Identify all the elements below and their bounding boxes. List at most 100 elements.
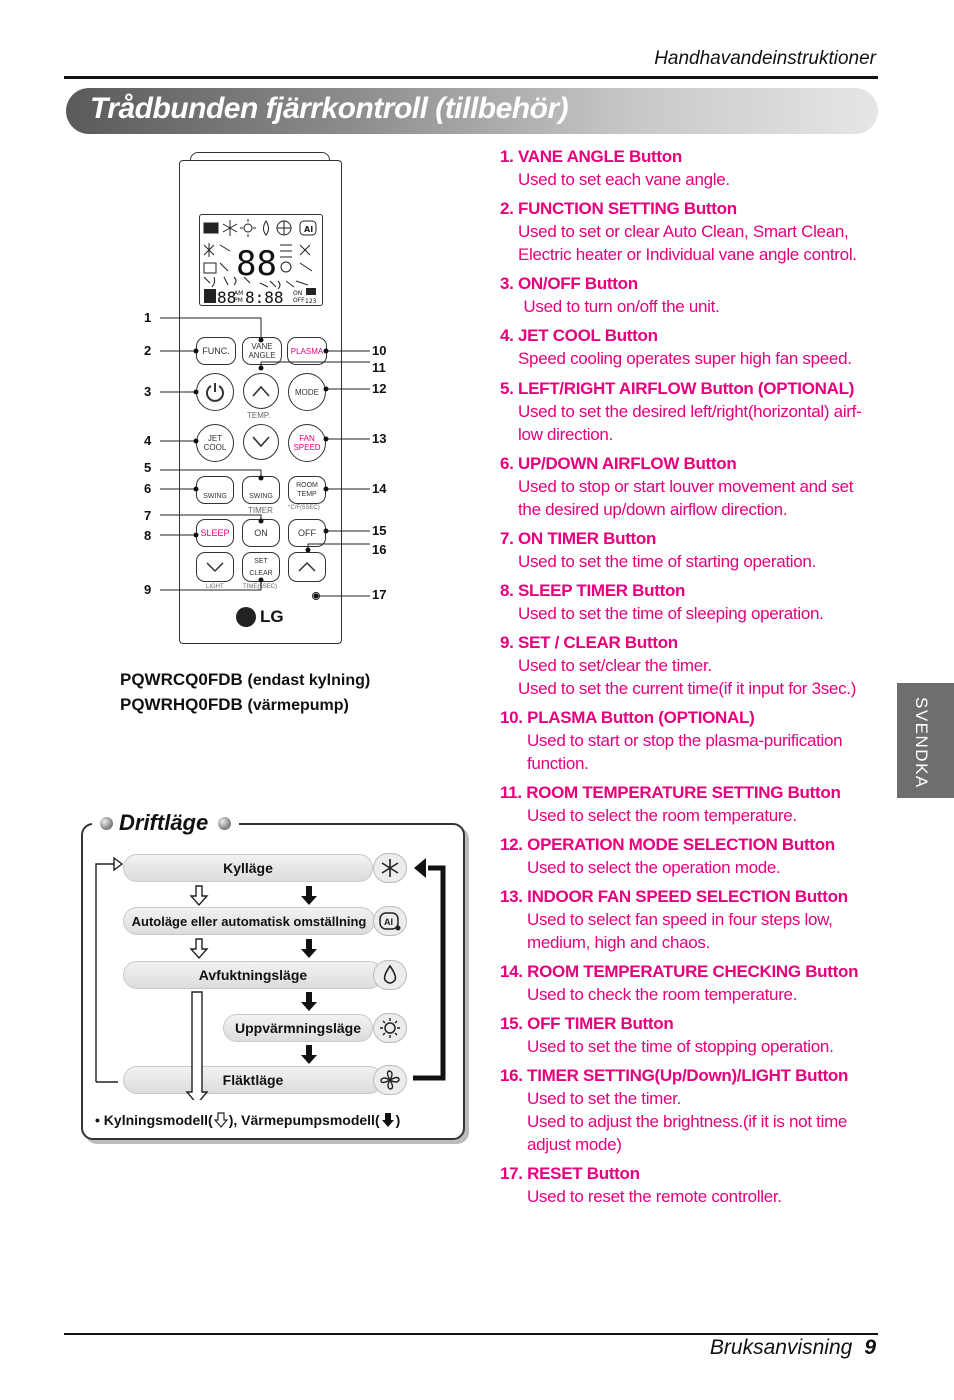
item-title: 11. ROOM TEMPERATURE SETTING Button xyxy=(500,783,841,802)
lcd-ai-text: AI xyxy=(304,225,313,234)
lcd-icons-graphic: AI 88 88 AM PM 8:88 ON OFF 123 xyxy=(203,219,317,307)
model-code: PQWRCQ0FDB xyxy=(120,670,243,689)
item-title: 10. PLASMA Button (OPTIONAL) xyxy=(500,708,755,727)
temp-label: TEMP. xyxy=(247,411,271,420)
item-desc: Used to check the room temperature. xyxy=(527,985,798,1004)
item-desc: Used to select fan speed in four steps l… xyxy=(527,910,833,929)
power-button[interactable] xyxy=(196,373,234,411)
item-title: 1. VANE ANGLE Button xyxy=(500,147,682,166)
outline-arrow-down-icon xyxy=(213,1112,228,1128)
callout-6: 6 xyxy=(144,481,152,496)
item-title: 17. RESET Button xyxy=(500,1164,640,1183)
solid-arrow-down-icon xyxy=(381,1113,394,1127)
page-number: 9 xyxy=(864,1336,876,1359)
func-button[interactable]: FUNC. xyxy=(196,337,236,365)
item-title: 13. INDOOR FAN SPEED SELECTION Button xyxy=(500,887,848,906)
left-right-swing-button[interactable]: SWING xyxy=(196,476,234,504)
callout-leader-lines xyxy=(160,317,370,599)
lcd-small-digits: 88 xyxy=(217,288,236,307)
item-desc: Used to stop or start louver movement an… xyxy=(518,477,854,496)
mode-flow-arrows xyxy=(95,856,446,1100)
light-label: LIGHT xyxy=(206,584,224,590)
page-title: Trådbunden fjärrkontroll (tillbehör) xyxy=(90,92,569,125)
vane-angle-button[interactable]: VANE ANGLE xyxy=(242,337,282,365)
fan-speed-button[interactable]: FAN SPEED xyxy=(288,424,326,462)
item-title: 15. OFF TIMER Button xyxy=(500,1014,674,1033)
list-item: 15. OFF TIMER Button Used to set the tim… xyxy=(500,1013,880,1058)
title-bar: Trådbunden fjärrkontroll (tillbehör) xyxy=(66,88,878,134)
mode-button[interactable]: MODE xyxy=(288,373,326,411)
list-item: 10. PLASMA Button (OPTIONAL) Used to sta… xyxy=(500,707,880,775)
set-label: SET xyxy=(254,557,268,565)
item-title: 3. ON/OFF Button xyxy=(500,274,638,293)
mode-fan: Fläktläge xyxy=(123,1066,383,1094)
chevron-up-icon xyxy=(252,385,270,397)
item-desc: low direction. xyxy=(518,425,614,444)
model-note: (endast kylning) xyxy=(247,672,371,689)
fan-icon xyxy=(373,1065,407,1095)
item-desc: Used to set the time of starting operati… xyxy=(518,552,816,571)
jet-cool-button[interactable]: JET COOL xyxy=(196,424,234,462)
model-line-2: PQWRHQ0FDB (värmepump) xyxy=(120,693,370,718)
callout-4: 4 xyxy=(144,433,152,448)
lcd-pm: PM xyxy=(234,297,243,304)
list-item: 14. ROOM TEMPERATURE CHECKING Button Use… xyxy=(500,961,880,1006)
operation-mode-title: Driftläge xyxy=(119,810,209,835)
item-desc: Electric heater or Individual vane angle… xyxy=(518,245,857,264)
timer-up-button[interactable] xyxy=(288,552,326,582)
item-title: 14. ROOM TEMPERATURE CHECKING Button xyxy=(500,962,859,981)
timer-down-button[interactable] xyxy=(196,552,234,582)
list-item: 3. ON/OFF Button Used to turn on/off the… xyxy=(500,273,880,318)
item-desc: Used to select the room temperature. xyxy=(527,806,797,825)
bullet-ball-icon xyxy=(218,816,232,830)
callout-10: 10 xyxy=(372,343,387,358)
callout-11: 11 xyxy=(372,360,386,375)
footer-label: Bruksanvisning xyxy=(709,1336,853,1359)
room-temp-button[interactable]: ROOM TEMP xyxy=(288,476,326,504)
item-desc: Used to set/clear the timer. xyxy=(518,656,712,675)
on-timer-button[interactable]: ON xyxy=(242,519,280,547)
set-clear-button[interactable]: SET CLEAR xyxy=(242,552,280,582)
model-line-1: PQWRCQ0FDB (endast kylning) xyxy=(120,668,370,693)
model-code: PQWRHQ0FDB xyxy=(120,695,243,714)
language-tab: SVENDKA xyxy=(897,683,954,798)
item-desc: Used to set the desired left/right(horiz… xyxy=(518,402,862,421)
callout-3: 3 xyxy=(144,384,152,399)
model-list: PQWRCQ0FDB (endast kylning) PQWRHQ0FDB (… xyxy=(120,668,370,718)
item-title: 2. FUNCTION SETTING Button xyxy=(500,199,737,218)
callout-12: 12 xyxy=(372,381,387,396)
power-icon xyxy=(206,383,224,402)
operation-mode-title-wrap: Driftläge xyxy=(92,808,240,838)
lcd-off: OFF xyxy=(293,297,305,304)
section-header: Handhavandeinstruktioner xyxy=(654,48,876,69)
footer: Bruksanvisning 9 xyxy=(710,1336,876,1360)
clear-label: CLEAR xyxy=(249,569,273,577)
list-item: 7. ON TIMER Button Used to set the time … xyxy=(500,528,880,573)
sun-icon xyxy=(373,1013,407,1043)
footnote-part: ), Värmepumpsmodell( xyxy=(228,1112,380,1128)
list-item: 1. VANE ANGLE Button Used to set each va… xyxy=(500,146,880,191)
water-drop-icon xyxy=(373,960,407,990)
item-title: 6. UP/DOWN AIRFLOW Button xyxy=(500,454,737,473)
item-title: 12. OPERATION MODE SELECTION Button xyxy=(500,835,835,854)
time-label: TIME(5SEC) xyxy=(243,584,278,590)
mode-heating: Uppvärmningsläge xyxy=(223,1014,373,1042)
item-desc: Used to set the time of stopping operati… xyxy=(527,1037,834,1056)
lg-logo: LG xyxy=(236,605,296,629)
temp-down-button[interactable] xyxy=(243,424,279,460)
mode-dehumidify: Avfuktningsläge xyxy=(123,961,383,989)
ai-icon-text: AI xyxy=(384,917,393,927)
callout-13: 13 xyxy=(372,431,387,446)
list-item: 11. ROOM TEMPERATURE SETTING Button Used… xyxy=(500,782,880,827)
temp-up-button[interactable] xyxy=(243,373,279,409)
timer-label: TIMER xyxy=(248,506,273,515)
item-title: 5. LEFT/RIGHT AIRFLOW Button (OPTIONAL) xyxy=(500,379,855,398)
item-desc: Used to set each vane angle. xyxy=(518,170,730,189)
item-desc: medium, high and chaos. xyxy=(527,933,711,952)
item-title: 9. SET / CLEAR Button xyxy=(500,633,678,652)
lcd-123: 123 xyxy=(305,298,317,305)
lcd-temp-digits: 88 xyxy=(236,244,277,284)
ai-icon: AI xyxy=(373,906,407,936)
off-timer-button[interactable]: OFF xyxy=(288,519,326,547)
callout-5: 5 xyxy=(144,460,152,475)
